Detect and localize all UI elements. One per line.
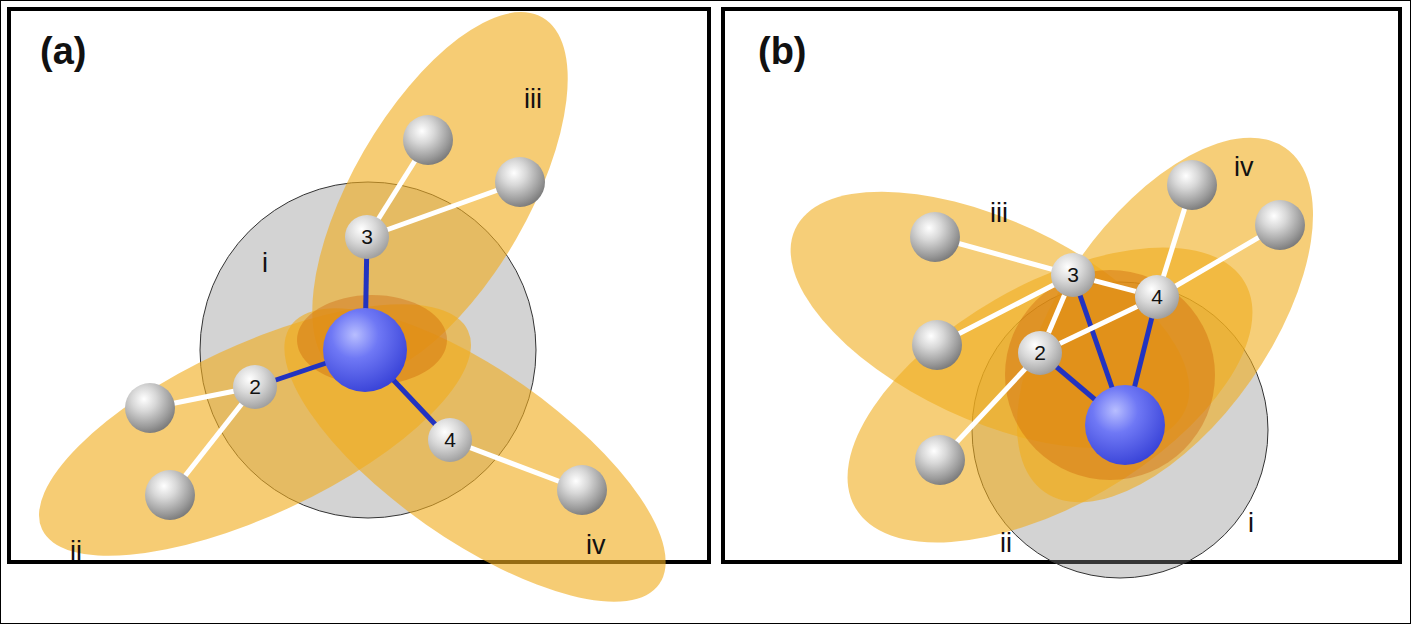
region-label: i xyxy=(1248,510,1254,537)
region-label: iii xyxy=(990,200,1008,227)
region-label: ii xyxy=(1000,530,1012,557)
atom-number: 2 xyxy=(249,375,261,399)
panel-label: (a) xyxy=(40,32,86,70)
region-ellipse xyxy=(242,256,708,624)
bond-line xyxy=(1094,281,1135,292)
numbered-atom: 3 xyxy=(1051,253,1095,297)
bond-line xyxy=(1049,295,1065,332)
region-label: i xyxy=(262,250,268,277)
blue-bonds xyxy=(255,237,450,440)
bonds xyxy=(150,140,582,495)
panel-label: (b) xyxy=(758,32,807,70)
atom-number: 3 xyxy=(361,225,373,249)
numbered-atom: 4 xyxy=(1135,275,1179,319)
region-label: iii xyxy=(524,86,542,113)
outer-atoms xyxy=(125,115,607,520)
central-atom xyxy=(1085,385,1165,465)
numbered-atom: 2 xyxy=(233,365,277,409)
numbered-atom: 3 xyxy=(345,215,389,259)
numbered-atom: 4 xyxy=(428,418,472,462)
core-overlap xyxy=(1005,270,1215,480)
outer-atoms xyxy=(910,160,1305,485)
atom-number: 3 xyxy=(1067,263,1079,287)
numbered-atom: 2 xyxy=(1018,331,1062,375)
bond-line xyxy=(1060,306,1137,343)
region-ellipse xyxy=(959,88,1372,552)
region-label: iv xyxy=(1234,154,1254,181)
region-label: ii xyxy=(70,538,82,565)
atom-number: 4 xyxy=(444,428,456,452)
region-ellipse xyxy=(261,0,618,417)
central-atom xyxy=(323,308,407,392)
panel-frame xyxy=(723,9,1400,562)
region-ellipse xyxy=(6,254,504,607)
region-label: iv xyxy=(586,532,606,559)
atom-number: 2 xyxy=(1034,341,1046,365)
atom-number: 4 xyxy=(1151,285,1163,309)
